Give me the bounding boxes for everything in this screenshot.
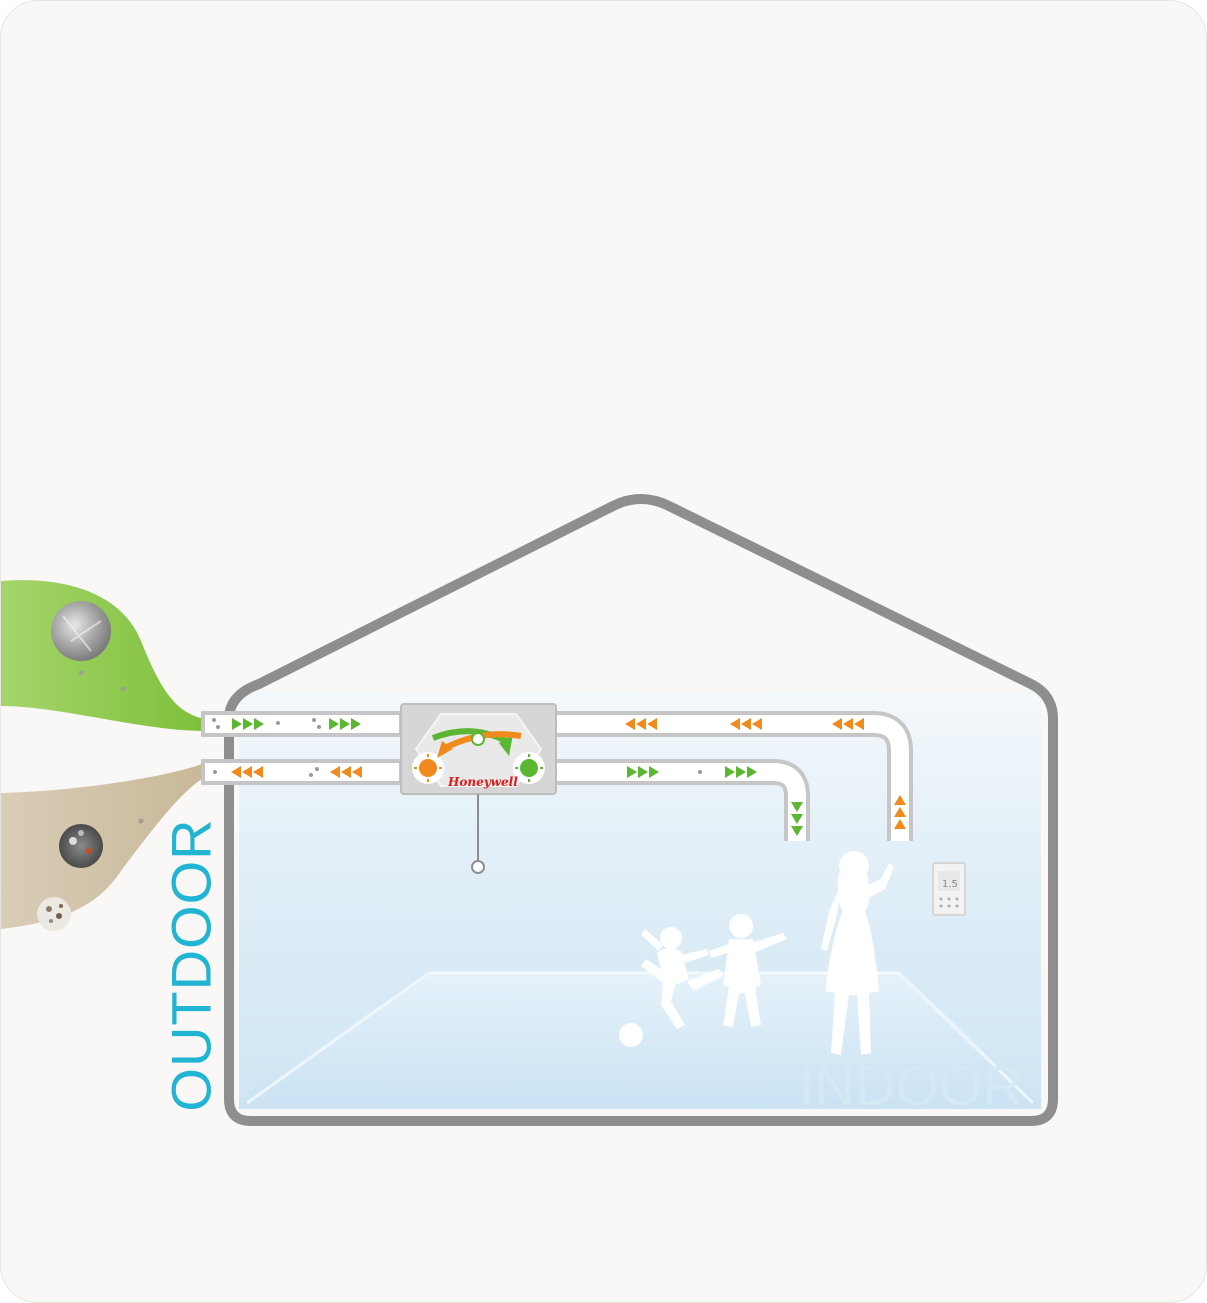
woman-silhouette-icon: [821, 851, 894, 1055]
fan-icon: [513, 752, 545, 784]
brand-logo: Honeywell: [448, 775, 518, 789]
outdoor-label: OUTDOOR: [159, 818, 223, 1112]
supply-arrows: [232, 718, 361, 730]
fan-icon: [412, 752, 444, 784]
dust-particle-icon: [51, 601, 111, 661]
svg-text:1.5: 1.5: [942, 879, 958, 890]
return-arrows: [625, 718, 906, 829]
pollution-particle-icon: [37, 897, 71, 931]
child-silhouette-icon: [709, 914, 787, 1027]
supply-arrows: [627, 766, 803, 836]
exhaust-arrows: [231, 766, 362, 778]
pollution-particle-icon: [59, 824, 103, 868]
ball-icon: [619, 1023, 643, 1047]
ventilation-unit-icon: [400, 703, 557, 795]
indoor-label: INDOOR: [799, 1054, 1023, 1117]
control-panel-icon: 1.5: [932, 862, 966, 916]
child-silhouette-icon: [641, 927, 723, 1029]
fresh-air-stream: [1, 580, 205, 731]
